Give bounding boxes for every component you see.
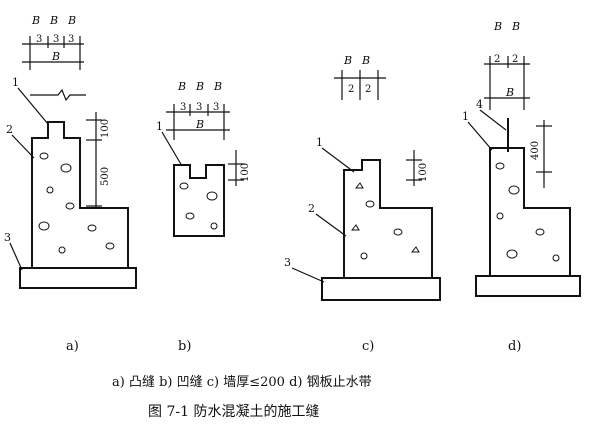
wall-section-b [173, 164, 225, 237]
dim-100: 100 [240, 163, 251, 182]
dim-100: 100 [418, 163, 429, 182]
dim-3: 3 [53, 34, 59, 45]
panel-a: B B B 3 3 3 B 100 500 [4, 14, 137, 354]
panel-b-dimensions: B B B 3 3 3 B 100 [166, 80, 251, 186]
aggregate-marks [38, 152, 115, 254]
wall-section-d [489, 147, 571, 277]
dim-2: 2 [348, 84, 354, 95]
panel-b: B B B 3 3 3 B 100 1 b) [156, 80, 251, 354]
base-slab-c [321, 277, 441, 301]
base-slab-d [475, 275, 581, 297]
dim-100: 100 [100, 119, 111, 138]
panel-label-b: b) [178, 339, 191, 354]
dim-3: 3 [196, 102, 202, 113]
dim-3: 3 [180, 102, 186, 113]
callout-1: 1 [156, 120, 163, 133]
dim-b: B [67, 14, 76, 27]
dim-b: B [213, 80, 222, 93]
panel-c: B B 2 2 100 1 2 3 c) [284, 54, 441, 354]
dim-b-total: B [195, 118, 204, 131]
callout-1: 1 [316, 136, 323, 149]
panel-label-d: d) [508, 339, 521, 354]
dim-2: 2 [512, 54, 518, 65]
dim-b: B [195, 80, 204, 93]
dim-2: 2 [365, 84, 371, 95]
callout-4: 4 [476, 98, 483, 111]
aggregate-marks [179, 182, 218, 230]
dim-b: B [177, 80, 186, 93]
callout-2: 2 [308, 202, 315, 215]
dim-b-total: B [51, 50, 60, 63]
callout-3: 3 [4, 231, 11, 244]
dim-500: 500 [100, 167, 111, 186]
panel-d-dimensions: B B 2 2 B 400 [484, 20, 552, 188]
dim-b: B [31, 14, 40, 27]
base-slab-a [19, 267, 137, 289]
panel-a-dimensions: B B B 3 3 3 B 100 500 [22, 14, 111, 208]
dim-b: B [343, 54, 352, 67]
dim-2: 2 [494, 54, 500, 65]
aggregate-marks [350, 182, 420, 260]
callout-1: 1 [462, 110, 469, 123]
dim-3: 3 [68, 34, 74, 45]
panel-label-c: c) [362, 339, 374, 354]
dim-b: B [49, 14, 58, 27]
aggregate-marks [495, 162, 560, 262]
figure-caption-title: 图 7-1 防水混凝土的施工缝 [148, 404, 319, 420]
dim-b: B [361, 54, 370, 67]
dim-3: 3 [36, 34, 42, 45]
dim-b: B [493, 20, 502, 33]
callout-1: 1 [12, 76, 19, 89]
dim-b: B [511, 20, 520, 33]
break-line [30, 88, 86, 102]
callout-3: 3 [284, 256, 291, 269]
panel-c-dimensions: B B 2 2 100 [334, 54, 429, 186]
panel-d: B B 2 2 B 400 4 1 d) [462, 20, 581, 354]
dim-3: 3 [213, 102, 219, 113]
dim-400: 400 [530, 141, 541, 160]
dim-b-total: B [505, 86, 514, 99]
callout-2: 2 [6, 123, 13, 136]
panel-label-a: a) [66, 339, 79, 354]
caption-panel-descriptions: a) 凸缝 b) 凹缝 c) 墙厚≤200 d) 钢板止水带 [112, 375, 372, 390]
